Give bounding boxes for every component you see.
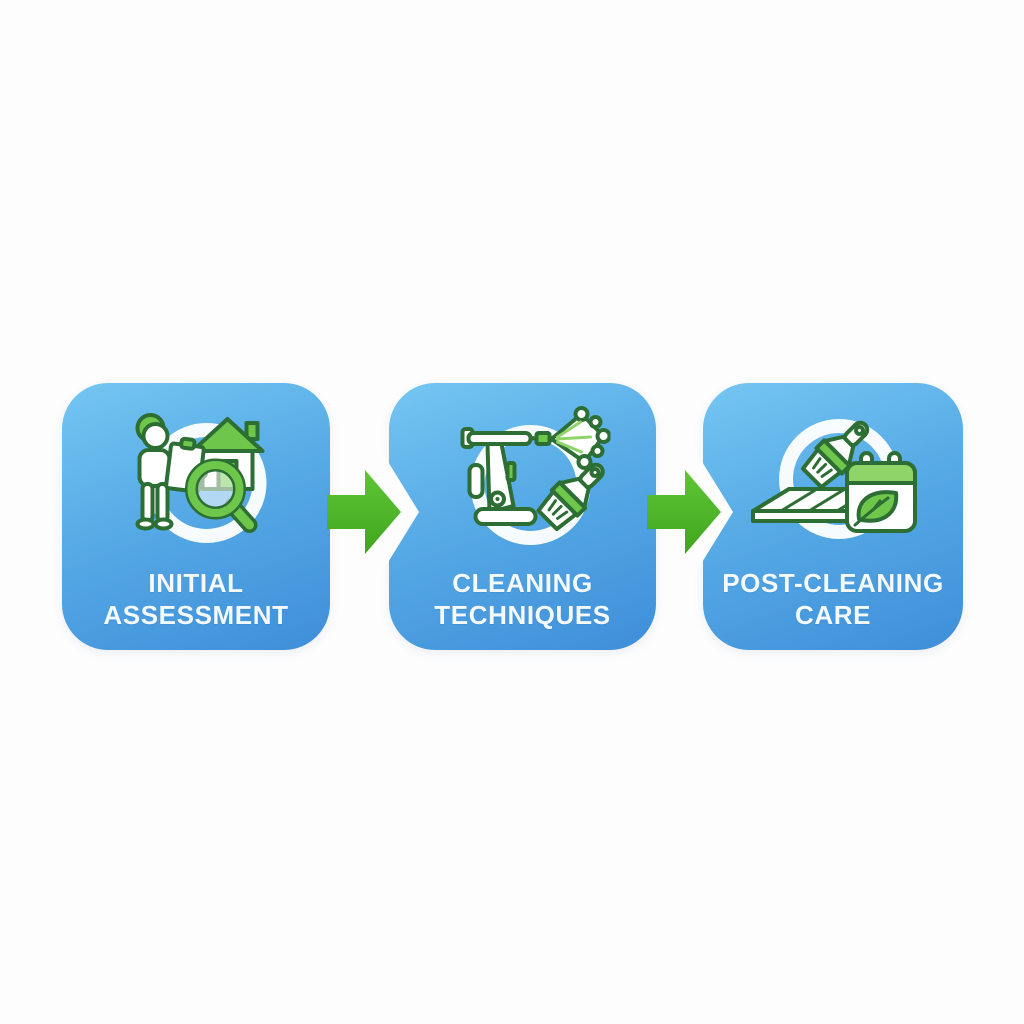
step-card-cleaning-techniques: CLEANING TECHNIQUES bbox=[389, 383, 656, 650]
post-cleaning-care-icon bbox=[743, 405, 923, 562]
assessment-icon-svg bbox=[135, 413, 267, 543]
calendar-with-leaf-icon bbox=[845, 451, 917, 533]
person-with-clipboard-icon bbox=[135, 413, 208, 531]
floor-polisher-icon bbox=[460, 427, 537, 526]
cleaning-techniques-icon-svg bbox=[460, 406, 611, 545]
post-cleaning-care-icon-svg bbox=[751, 419, 917, 539]
arrow-right-icon bbox=[647, 470, 721, 554]
step-card-post-cleaning-care: POST-CLEANING CARE bbox=[703, 383, 963, 650]
step-label-post-cleaning-care: POST-CLEANING CARE bbox=[722, 568, 944, 631]
step-label-cleaning-techniques: CLEANING TECHNIQUES bbox=[434, 568, 611, 631]
arrow-right-icon bbox=[327, 470, 401, 554]
duster-spray-icon bbox=[528, 406, 611, 470]
hand-brush-icon bbox=[800, 420, 870, 490]
paint-brush-icon bbox=[535, 462, 605, 532]
magnifying-glass-icon bbox=[185, 458, 258, 533]
step-card-initial-assessment: INITIAL ASSESSMENT bbox=[62, 383, 330, 650]
assessment-icon bbox=[109, 405, 284, 562]
cleaning-techniques-icon bbox=[435, 405, 611, 562]
step-label-initial-assessment: INITIAL ASSESSMENT bbox=[103, 568, 289, 631]
